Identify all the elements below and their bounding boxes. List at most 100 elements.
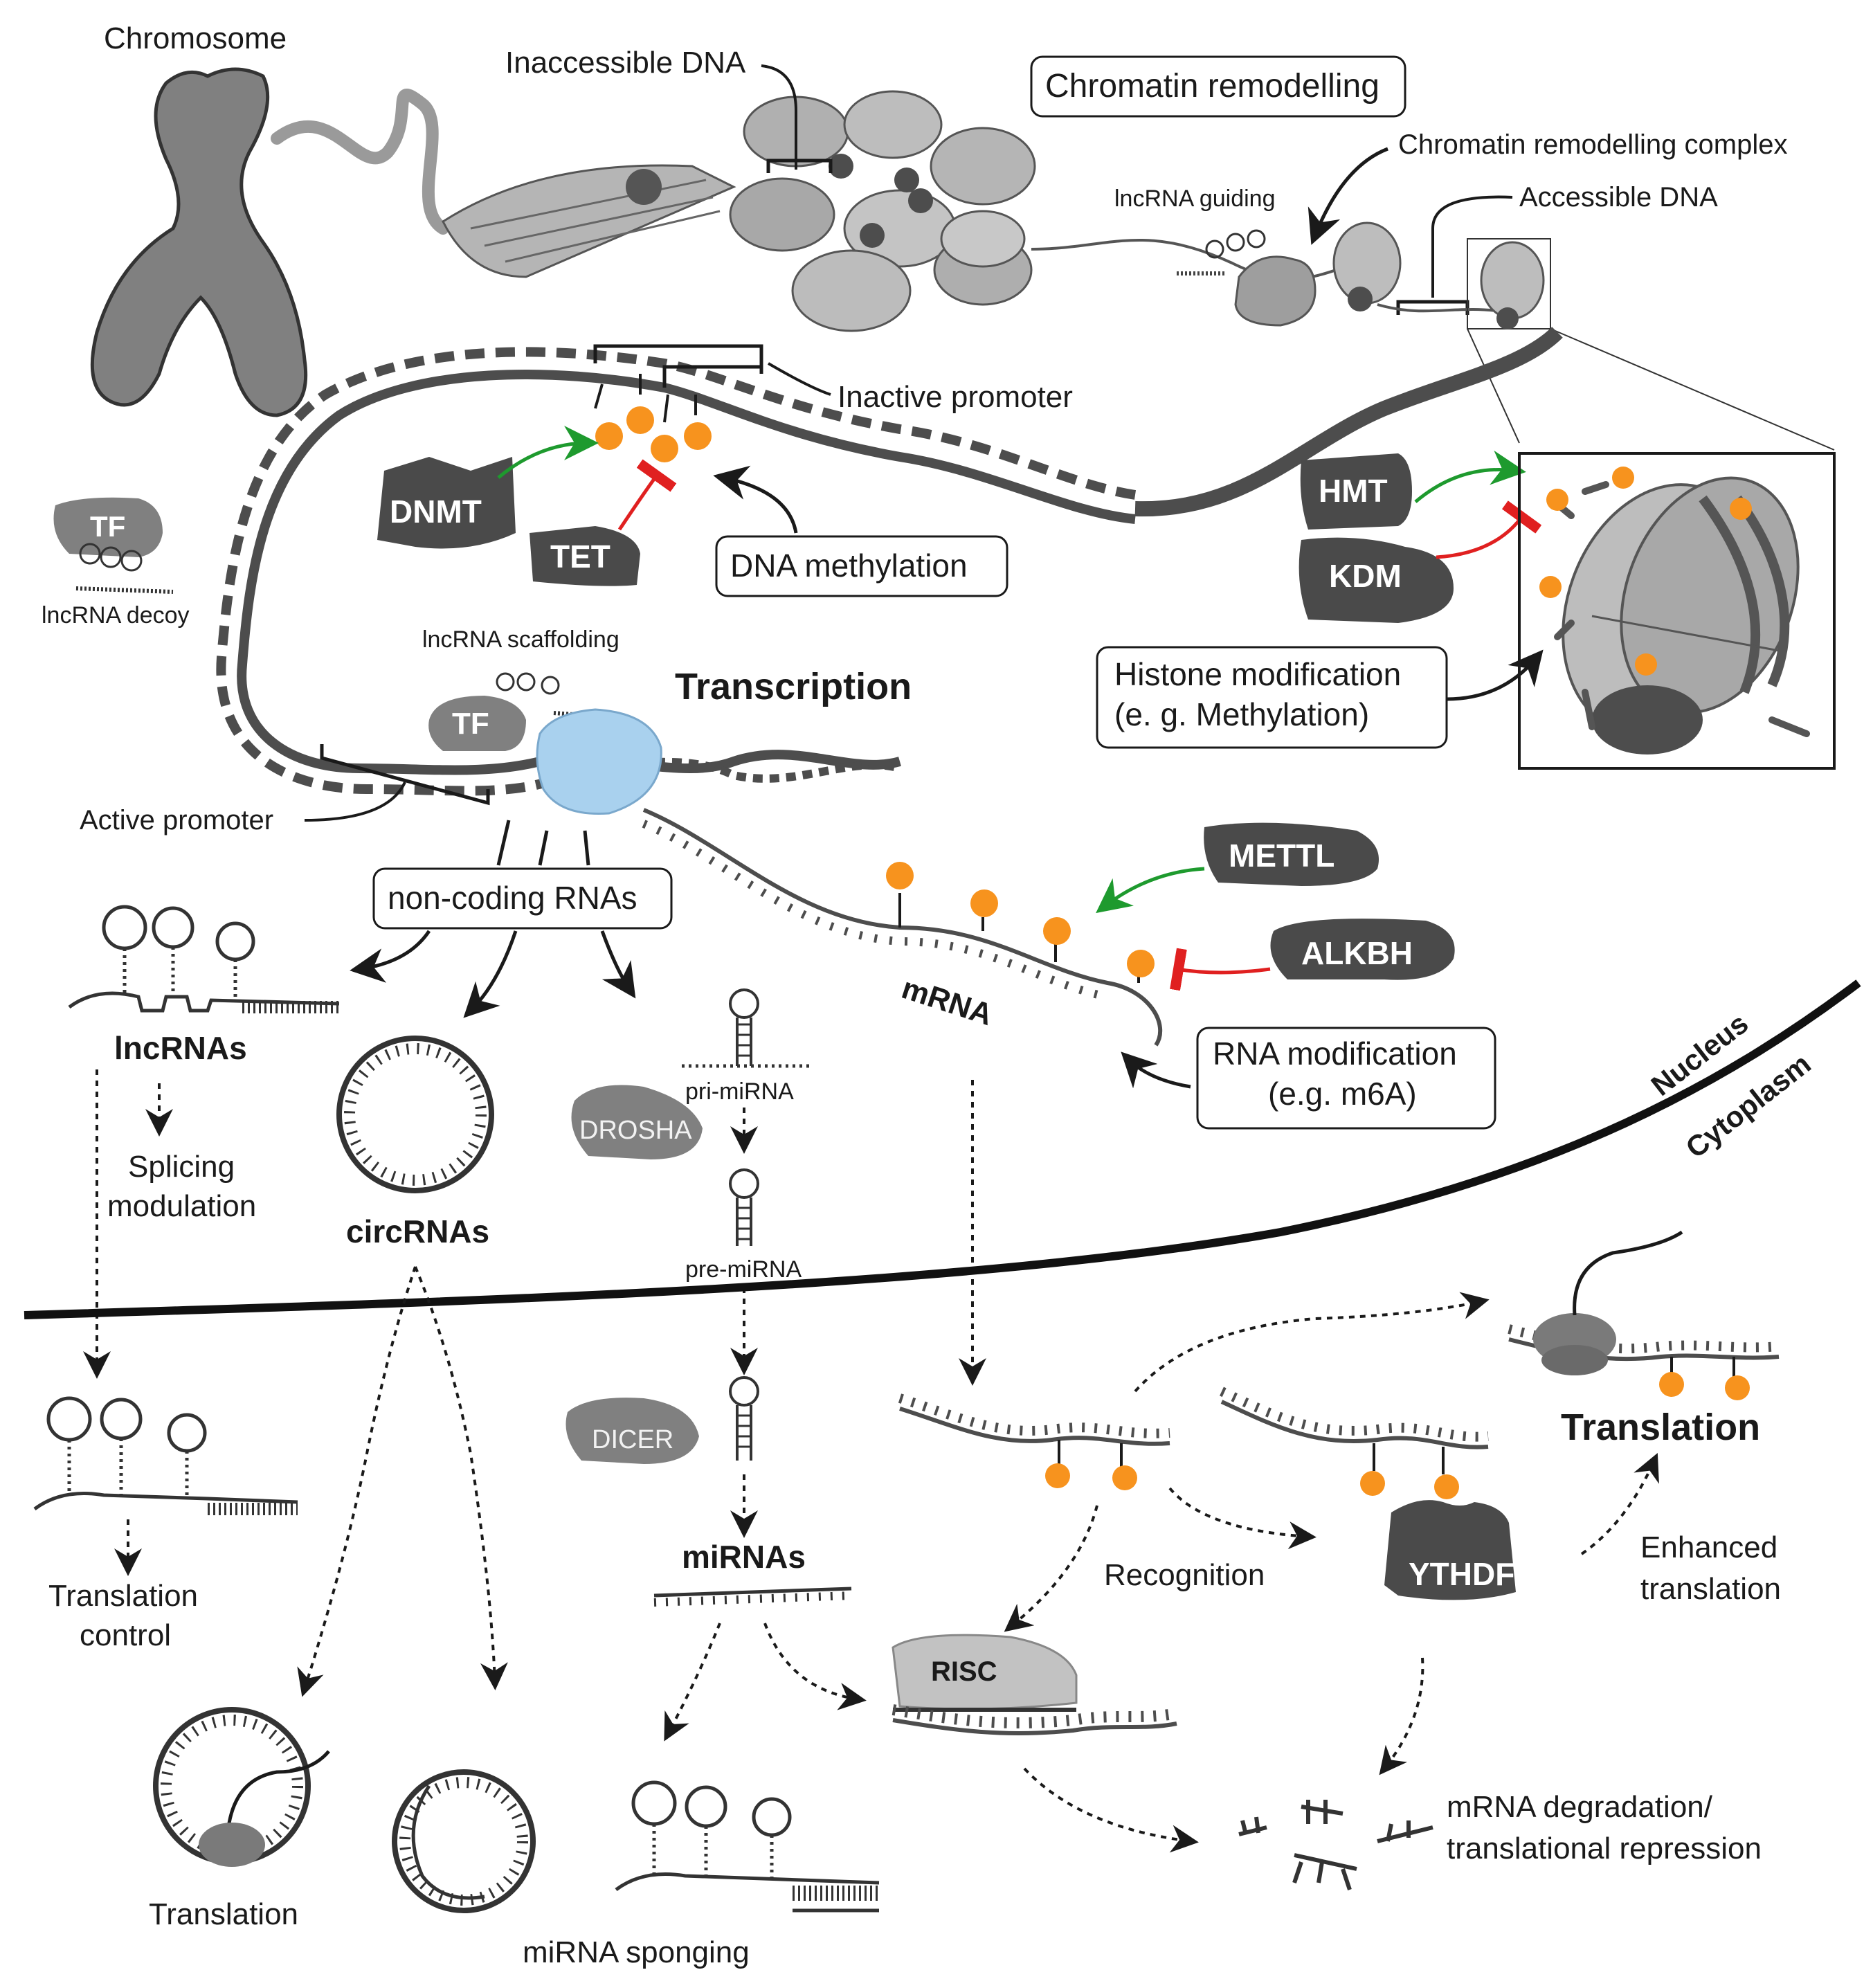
inaccessible-dna-bracket — [766, 159, 833, 173]
histone-modification-label-1: Histone modification — [1114, 656, 1401, 692]
mature-mirna — [653, 1587, 852, 1598]
splicing-label-1: Splicing — [128, 1150, 235, 1184]
zoom-lines — [1467, 328, 1835, 451]
arrow-to-mirnas — [600, 930, 636, 999]
tf-decoy-protein — [53, 497, 163, 557]
mirna-sponging-label: miRNA sponging — [523, 1935, 750, 1969]
circrna-ring — [336, 1036, 494, 1193]
ythdf-mrna-mark-2 — [1434, 1474, 1459, 1499]
chromosome-label: Chromosome — [104, 21, 287, 55]
cyto-mrna-mark-2 — [1112, 1465, 1137, 1490]
mrna-methyl-marks — [886, 862, 1155, 983]
accessible-dna-leader — [1431, 195, 1513, 298]
remodelling-complex — [1177, 229, 1316, 327]
rna-polymerase — [536, 708, 662, 815]
dnmt-enzyme — [377, 457, 516, 549]
lncrna-structure — [68, 905, 340, 1013]
mrna-label: mRNA — [898, 971, 997, 1032]
chromatin-remodelling-label: Chromatin remodelling — [1045, 68, 1379, 105]
arrow-circ-to-translation — [297, 1266, 417, 1697]
chromatin-remodelling-complex-label: Chromatin remodelling complex — [1398, 129, 1787, 160]
tf-scaffold-label: TF — [452, 707, 489, 741]
arrow-to-translation — [1134, 1292, 1490, 1393]
alkbh-inhibition-arrow — [1170, 948, 1271, 991]
arrow-to-circrnas — [463, 930, 518, 1018]
translating-mrna-stems — [1670, 1357, 1735, 1377]
mettl-label: METTL — [1229, 838, 1334, 874]
pri-mirna-structure — [682, 988, 810, 1068]
risc-label: RISC — [931, 1656, 997, 1687]
hmt-enzyme — [1300, 453, 1412, 530]
tf-decoy-label: TF — [90, 510, 125, 543]
arrow-risc-to-degradation — [1023, 1767, 1199, 1853]
hmt-activation-arrow — [1414, 450, 1526, 503]
dna-methyl-marks — [594, 374, 712, 462]
risc-target-mrna — [892, 1718, 1177, 1736]
condensed-chromatin — [442, 164, 736, 278]
nuclear-envelope — [24, 979, 1861, 1319]
kdm-inhibition-arrow — [1436, 500, 1542, 559]
recognition-label: Recognition — [1104, 1558, 1265, 1592]
translation-main-label: Translation — [1561, 1407, 1760, 1448]
dnmt-activation-arrow — [497, 426, 599, 479]
lncrna-scaffolding-rna — [496, 672, 603, 719]
rna-modification-label-1: RNA modification — [1213, 1036, 1457, 1072]
dicer-label: DICER — [592, 1425, 673, 1454]
dna-methylation-arrow — [713, 465, 798, 534]
translation-control-label-1: Translation — [48, 1579, 198, 1613]
chromatin-fiber — [271, 89, 449, 235]
nascent-peptide-circ — [226, 1750, 330, 1828]
lncrna-decoy-label: lncRNA decoy — [42, 602, 190, 629]
kdm-enzyme — [1299, 537, 1454, 623]
degradation-label-2: translational repression — [1447, 1832, 1762, 1865]
arrow-mirna-to-sponge — [664, 1623, 721, 1742]
lncrna-scaffolding-label: lncRNA scaffolding — [422, 626, 619, 653]
accessible-linker — [1377, 303, 1503, 313]
lncrna-cytoplasm-structure — [33, 1396, 298, 1515]
risc-target-bases — [892, 1704, 1178, 1729]
inaccessible-dna-label: Inaccessible DNA — [505, 46, 746, 80]
non-coding-rnas-label: non-coding RNAs — [388, 880, 637, 916]
pre-mirna-structure — [729, 1168, 759, 1246]
dicer-enzyme — [565, 1398, 699, 1464]
tf-scaffold-protein — [428, 696, 526, 751]
mettl-activation-arrow — [1096, 867, 1205, 914]
ythdf-mrna — [1220, 1400, 1489, 1449]
drosha-label: DROSHA — [579, 1116, 692, 1145]
rna-modification-box — [1196, 1027, 1496, 1130]
ythdf-mrna-stems — [1373, 1443, 1445, 1474]
circrna-sponge-bases — [399, 1777, 528, 1906]
nucleosome-accessible-1 — [1332, 222, 1402, 311]
cyto-mrna-mark-1 — [1045, 1463, 1070, 1488]
drosha-enzyme — [571, 1085, 703, 1159]
active-promoter-bracket — [320, 744, 490, 806]
histone-zoom-frame — [1518, 452, 1836, 770]
lncrna-decoy-rna — [75, 543, 174, 594]
chromatin-remodelling-box — [1030, 55, 1406, 118]
nucleosome-cluster-inaccessible — [729, 90, 1036, 332]
pri-mirna-label: pri-miRNA — [685, 1078, 794, 1105]
tet-enzyme — [530, 526, 640, 586]
dnmt-label: DNMT — [390, 494, 482, 530]
active-promoter-leader — [304, 781, 406, 822]
accessible-dna-label: Accessible DNA — [1519, 182, 1718, 213]
ribosome-circ — [199, 1823, 265, 1867]
mrna-fragments — [1238, 1800, 1433, 1890]
arrow-ythdf-to-degradation — [1379, 1657, 1424, 1775]
kdm-label: KDM — [1329, 558, 1402, 594]
remodelling-complex-arrow — [1307, 147, 1388, 245]
splicing-label-2: modulation — [107, 1189, 256, 1223]
linker-dna — [1031, 238, 1357, 281]
circrna-sponge-ring — [392, 1769, 536, 1913]
rna-modification-arrow — [1121, 1051, 1191, 1089]
circrnas-label: circRNAs — [346, 1213, 489, 1249]
non-coding-rnas-box — [372, 867, 673, 930]
nucleosome-accessible-2 — [1480, 241, 1545, 329]
arrow-mirna-to-risc — [763, 1623, 867, 1710]
arrow-circ-to-sponging — [414, 1266, 508, 1690]
bound-mirna-circ — [411, 1784, 485, 1900]
degradation-label-1: mRNA degradation/ — [1447, 1790, 1713, 1824]
inaccessible-dna-leader — [761, 64, 797, 170]
